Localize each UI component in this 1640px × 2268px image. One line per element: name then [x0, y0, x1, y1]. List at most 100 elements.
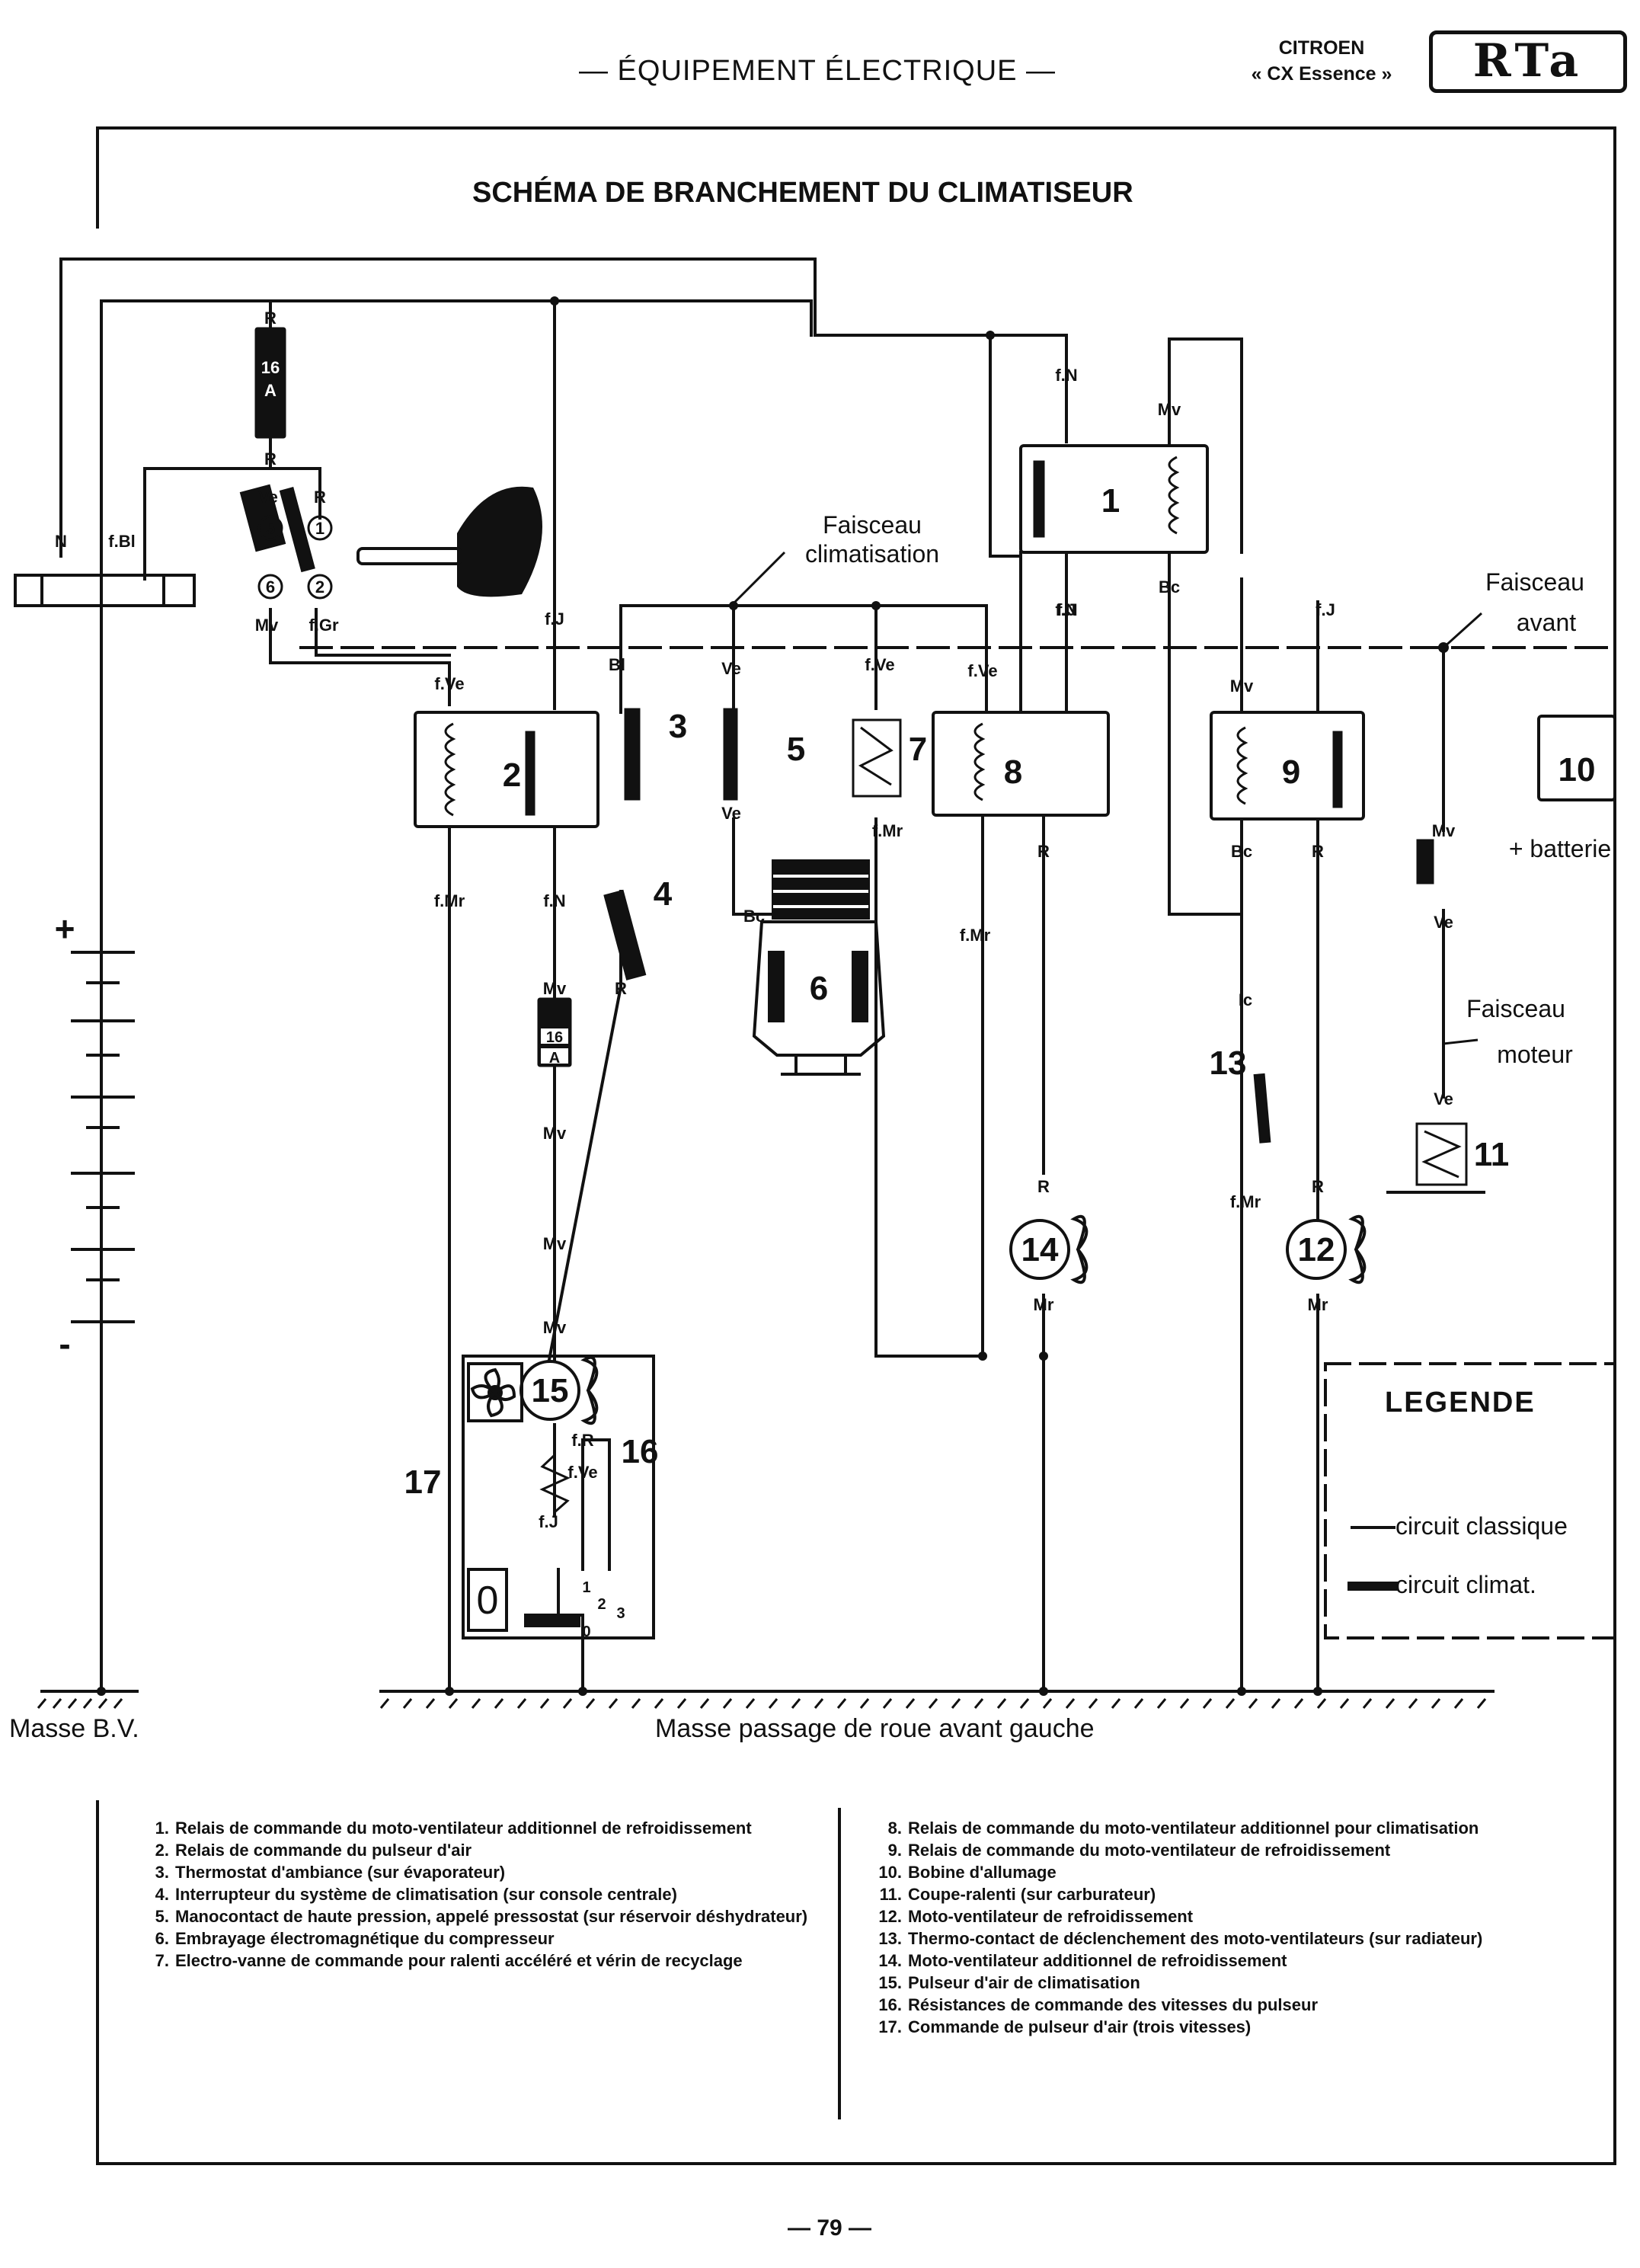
fan-icon: 0 — [467, 1362, 580, 1632]
list-item: 14.Moto-ventilateur additionnel de refro… — [878, 1951, 1287, 1970]
component-number-10: 10 — [1558, 751, 1596, 789]
wire-label-r2: R — [264, 449, 277, 469]
wire-label-fj1: f.J — [545, 609, 564, 629]
harness-moteur-label-1: Faisceau — [1466, 995, 1565, 1022]
wire-label-fve1: f.Ve — [434, 674, 464, 693]
brand-line-2: « CX Essence » — [1251, 63, 1392, 85]
wire-label-mv6: Mv — [543, 1234, 567, 1253]
component-number-13: 13 — [1210, 1044, 1247, 1082]
wire-label-fmr4: f.Mr — [1230, 1192, 1261, 1211]
list-item: 6.Embrayage électromagnétique du compres… — [155, 1929, 555, 1948]
list-item: 16.Résistances de commande des vitesses … — [878, 1995, 1319, 2014]
wire-label-fbl: f.Bl — [108, 532, 135, 551]
wire-label-mv3: Mv — [1230, 677, 1254, 696]
legend-clim: circuit climat. — [1395, 1571, 1536, 1598]
wire-label-r7: R — [1037, 1177, 1050, 1196]
list-item: 3.Thermostat d'ambiance (sur évaporateur… — [155, 1863, 506, 1882]
component-number-5: 5 — [787, 731, 805, 768]
component-number-12: 12 — [1298, 1231, 1335, 1268]
wire-label-r8: R — [1312, 1177, 1324, 1196]
battery-label: + batterie — [1509, 835, 1611, 862]
selector-pos-3: 3 — [616, 1605, 625, 1622]
wire-label-bc1: Bc — [1159, 577, 1180, 597]
list-item: 5.Manocontact de haute pression, appelé … — [155, 1907, 808, 1926]
battery-minus: - — [59, 1324, 70, 1364]
selector-o: 0 — [582, 1623, 590, 1640]
wire-label-mv5: Mv — [543, 1124, 567, 1143]
selector-pos-2: 2 — [597, 1596, 606, 1613]
component-number-8: 8 — [1004, 753, 1022, 791]
wire-label-mr2: Mr — [1308, 1295, 1328, 1314]
selector-pos-1: 1 — [582, 1579, 590, 1596]
wire-label-ve5: Ve — [1434, 1089, 1453, 1108]
brand-block: CITROEN « CX Essence » — [1242, 35, 1402, 87]
wire-label-r4: R — [1312, 842, 1324, 861]
harness-moteur-label-2: moteur — [1497, 1041, 1573, 1068]
wire-label-ve3: Ve — [721, 804, 741, 823]
component-number-9: 9 — [1282, 753, 1300, 791]
wire-label-r5: R — [1037, 842, 1050, 861]
harness-avant-label-1: Faisceau — [1485, 568, 1584, 596]
wire-label-fn2: f.N — [1055, 366, 1077, 385]
masse-bv-label: Masse B.V. — [9, 1714, 139, 1743]
wire-label-fj2: f.J — [1057, 600, 1076, 619]
list-item: 9.Relais de commande du moto-ventilateur… — [887, 1841, 1391, 1860]
legend-title: LEGENDE — [1385, 1387, 1536, 1419]
wire-label-ic: Ic — [1239, 990, 1252, 1009]
component-number-11: 11 — [1474, 1136, 1510, 1173]
wire-label-fj4: f.J — [539, 1512, 558, 1531]
switch-mark-1: 1 — [315, 519, 324, 538]
legend-classic: circuit classique — [1395, 1512, 1568, 1540]
component-number-7: 7 — [909, 731, 927, 768]
wire-label-fmr2: f.Mr — [872, 821, 903, 840]
section-title: — ÉQUIPEMENT ÉLECTRIQUE — — [579, 55, 1057, 87]
wire-label-fve2: f.Ve — [865, 655, 894, 674]
wire-label-mv2: Mv — [1158, 400, 1181, 419]
wire-label-bc2: Bc — [1231, 842, 1252, 861]
component-list-right: 8.Relais de commande du moto-ventilateur… — [868, 1817, 1571, 2038]
component-list-left: 1.Relais de commande du moto-ventilateur… — [145, 1817, 838, 1972]
wire-label-bc3: Bc — [743, 907, 765, 926]
list-item: 7.Electro-vanne de commande pour ralenti… — [155, 1951, 743, 1970]
list-item: 12.Moto-ventilateur de refroidissement — [878, 1907, 1194, 1926]
wire-label-mr1: Mr — [1034, 1295, 1054, 1314]
list-item: 11.Coupe-ralenti (sur carburateur) — [879, 1885, 1156, 1904]
switch-mark-5: 5 — [266, 519, 275, 538]
fuse-top-label: 16 — [261, 358, 280, 377]
wire-label-r6: R — [615, 979, 627, 998]
motor-14-body — [1009, 1219, 1070, 1280]
component-number-16: 16 — [622, 1433, 659, 1470]
harness-avant-label-2: avant — [1517, 609, 1576, 636]
frame-line — [96, 126, 1616, 2165]
list-item: 13.Thermo-contact de déclenchement des m… — [878, 1929, 1483, 1948]
wire-label-mv8: Mv — [1432, 821, 1456, 840]
fuse-bottom-label: A — [264, 381, 277, 400]
rta-logo: RTa — [1429, 30, 1627, 93]
wire-label-fj3: f.J — [1316, 600, 1335, 619]
page-number: — 79 — — [788, 2215, 872, 2241]
component-number-3: 3 — [669, 708, 687, 745]
wire-label-fmr3: f.Mr — [960, 926, 991, 945]
wire-label-mv4: Mv — [543, 979, 567, 998]
list-item: 2.Relais de commande du pulseur d'air — [155, 1841, 472, 1860]
wire-label-fn3: f.N — [543, 891, 565, 910]
wire-label-fve3: f.Ve — [967, 661, 997, 680]
ground-icon — [37, 1698, 1487, 1709]
wire-label-bl: Bl — [609, 655, 625, 674]
fuse2-top-label: 16 — [546, 1029, 563, 1046]
wire-label-ve4: Ve — [1434, 913, 1453, 932]
wire-label-fmr1: f.Mr — [434, 891, 465, 910]
component-number-14: 14 — [1021, 1231, 1059, 1268]
brand-line-1: CITROEN — [1278, 37, 1365, 59]
component-number-2: 2 — [503, 757, 521, 794]
wire-label-mv1: Mv — [255, 616, 279, 635]
list-item: 15.Pulseur d'air de climatisation — [878, 1973, 1140, 1992]
fuse2-bottom-label: A — [549, 1050, 560, 1067]
wire-label-ve1: Ve — [258, 488, 278, 507]
wire-label-fgr: f.Gr — [308, 616, 339, 635]
list-item: 17.Commande de pulseur d'air (trois vite… — [878, 2017, 1252, 2036]
list-item: 10.Bobine d'allumage — [878, 1863, 1057, 1882]
component-number-6: 6 — [810, 970, 828, 1007]
wire-label-fve4: f.Ve — [567, 1463, 597, 1482]
